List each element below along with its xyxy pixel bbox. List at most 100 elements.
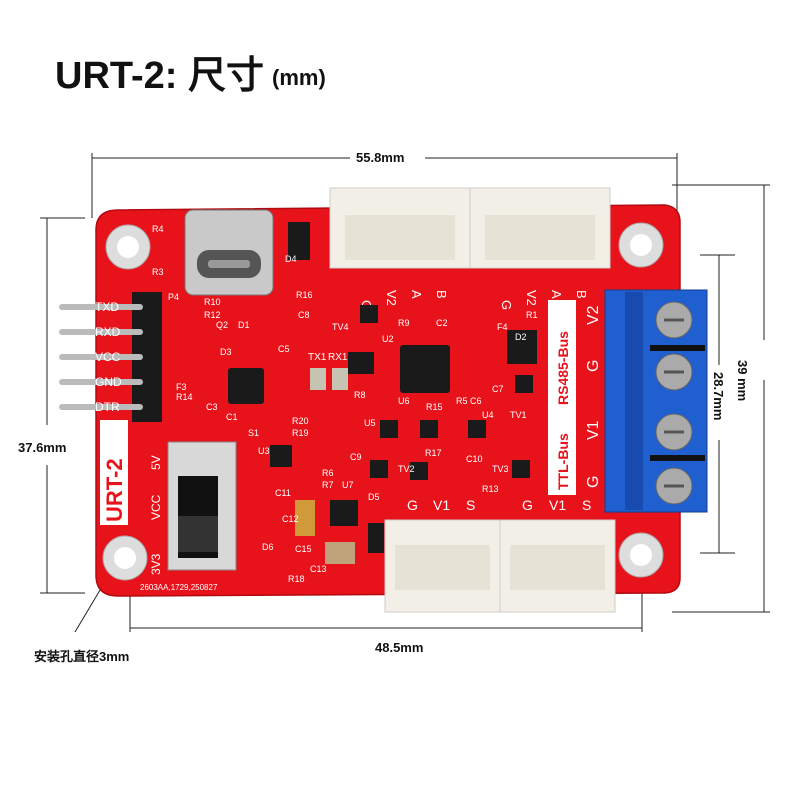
- top-conn-labels: G V2 A B G V2 A B: [359, 290, 589, 310]
- pin-header: [59, 292, 162, 422]
- svg-text:G: G: [407, 497, 418, 513]
- component-label: R14: [176, 392, 193, 402]
- svg-text:V1: V1: [549, 497, 566, 513]
- pin-label: RXD: [95, 325, 121, 339]
- usb-c-connector: [184, 209, 274, 296]
- board-name: URT-2: [102, 458, 127, 522]
- dim-top-width: 55.8mm: [356, 150, 405, 165]
- component-label: R7: [322, 480, 334, 490]
- svg-text:V1: V1: [585, 420, 602, 440]
- terminal-labels: V2 G V1 G: [585, 305, 602, 488]
- component-label: TV2: [398, 464, 415, 474]
- component-label: C7: [492, 384, 504, 394]
- component-label: R12: [204, 310, 221, 320]
- svg-text:V2: V2: [524, 290, 539, 306]
- component-label: TV3: [492, 464, 509, 474]
- component-label: D6: [262, 542, 274, 552]
- component-label: C5: [278, 344, 290, 354]
- silk-code: 2603AA,1729,250827: [140, 583, 218, 592]
- component-label: R10: [204, 297, 221, 307]
- component-label: C2: [436, 318, 448, 328]
- bottom-conn-labels: G V1 S G V1 S: [407, 497, 591, 513]
- svg-text:VCC: VCC: [149, 494, 163, 520]
- title-unit: (mm): [272, 64, 326, 90]
- component-label: U4: [482, 410, 494, 420]
- component-label: R5: [456, 396, 468, 406]
- top-connectors: [329, 187, 611, 269]
- component-label: R15: [426, 402, 443, 412]
- svg-text:A: A: [409, 290, 424, 299]
- rx-label: RX1: [328, 352, 348, 363]
- pcb-body: [95, 204, 681, 597]
- dimension-lines: [40, 153, 770, 633]
- svg-text:A: A: [549, 290, 564, 299]
- pin-label: DTR: [95, 400, 120, 414]
- dim-right-height: 39 mm: [735, 360, 750, 402]
- svg-text:G: G: [585, 360, 602, 372]
- mounting-holes: [102, 222, 664, 581]
- component-label: R3: [152, 267, 164, 277]
- svg-text:B: B: [434, 290, 449, 299]
- component-label: U6: [398, 396, 410, 406]
- component-label: C1: [226, 412, 238, 422]
- svg-text:B: B: [574, 290, 589, 299]
- hole-note: 安装孔直径3mm: [34, 649, 130, 664]
- components: [228, 222, 537, 564]
- component-label: U7: [342, 480, 354, 490]
- component-label: TV4: [332, 322, 349, 332]
- component-label: U3: [258, 446, 270, 456]
- component-label: R9: [398, 318, 410, 328]
- dim-left-height: 37.6mm: [18, 440, 67, 455]
- component-label: R20: [292, 416, 309, 426]
- bottom-connectors: [384, 519, 616, 613]
- svg-text:S: S: [466, 497, 475, 513]
- component-label: S1: [248, 428, 259, 438]
- component-label: P4: [168, 292, 179, 302]
- component-label: R17: [425, 448, 442, 458]
- component-label: D2: [515, 332, 527, 342]
- tx-label: TX1: [308, 352, 327, 363]
- component-label: R16: [296, 290, 313, 300]
- component-label: U2: [382, 334, 394, 344]
- component-label: U5: [364, 418, 376, 428]
- svg-text:V2: V2: [384, 290, 399, 306]
- svg-text:S: S: [582, 497, 591, 513]
- side-label-rs485: RS485-Bus: [555, 331, 571, 405]
- component-label: R6: [322, 468, 334, 478]
- svg-text:G: G: [522, 497, 533, 513]
- component-label: C15: [295, 544, 312, 554]
- component-label: R8: [354, 390, 366, 400]
- component-label: D3: [220, 347, 232, 357]
- component-label: D1: [238, 320, 250, 330]
- slide-switch: [167, 441, 237, 571]
- side-label-ttl: TTL-Bus: [555, 433, 571, 490]
- page-title: URT-2: 尺寸(mm): [55, 55, 326, 97]
- svg-text:3V3: 3V3: [149, 553, 163, 575]
- svg-text:G: G: [585, 476, 602, 488]
- component-label: C9: [350, 452, 362, 462]
- component-label: Q2: [216, 320, 228, 330]
- component-label: C11: [275, 488, 291, 498]
- dim-hole-spacing: 48.5mm: [375, 640, 424, 655]
- dim-terminal-height: 28.7mm: [711, 372, 726, 421]
- component-label: C3: [206, 402, 218, 412]
- component-label: F3: [176, 382, 187, 392]
- svg-text:G: G: [499, 300, 514, 310]
- terminal-block: [604, 289, 708, 513]
- component-label: C12: [282, 514, 299, 524]
- component-label: C10: [466, 454, 483, 464]
- component-label: R1: [526, 310, 538, 320]
- pin-labels-left: TXD RXD VCC GND DTR: [95, 300, 122, 414]
- pin-label: GND: [95, 375, 122, 389]
- svg-text:5V: 5V: [149, 455, 163, 470]
- component-label: C8: [298, 310, 310, 320]
- component-label: F4: [497, 322, 508, 332]
- component-label: C6: [470, 396, 482, 406]
- component-label: D5: [368, 492, 380, 502]
- switch-labels: VCC 5V 3V3: [149, 455, 163, 575]
- component-label: R4: [152, 224, 164, 234]
- component-label: TV1: [510, 410, 527, 420]
- component-label: D4: [285, 254, 297, 264]
